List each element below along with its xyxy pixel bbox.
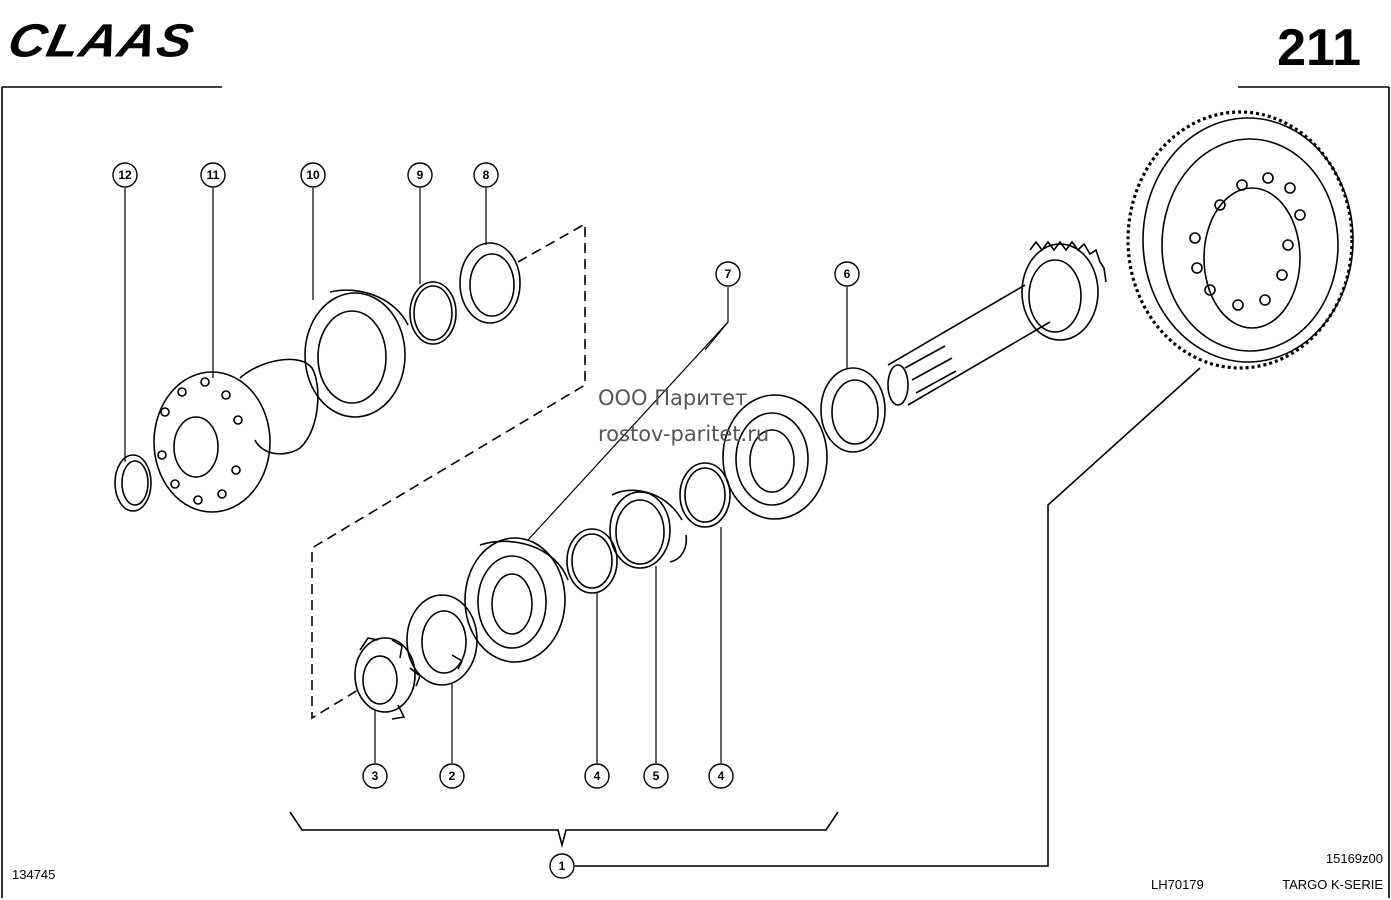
part-10-ring: [304, 289, 409, 418]
callout-5: 5: [653, 769, 660, 783]
part-12-circlip: [114, 454, 152, 512]
part-7-bearing-rear: [722, 394, 828, 520]
part-5-sleeve: [609, 489, 688, 569]
brand-logo: CLAAS: [3, 15, 199, 68]
callout-1: 1: [559, 859, 566, 873]
watermark-url: rostov-paritet.ru: [598, 422, 770, 446]
callout-circles: [112, 162, 860, 879]
footer-part-ref: LH70179: [1151, 877, 1204, 892]
crown-wheel: [1126, 110, 1354, 370]
callout-6: 6: [844, 267, 851, 281]
leader-lines: [124, 188, 848, 763]
footer-drawing-ref: 15169z00: [1325, 851, 1383, 866]
footer-left-code: 134745: [12, 867, 56, 882]
part-4b-circlip: [679, 462, 731, 528]
callout-12: 12: [118, 168, 132, 182]
callout-1-leader: [575, 367, 1201, 867]
part-11-flange-hub: [153, 358, 319, 513]
assembly-bracket: [289, 811, 839, 849]
callout-7: 7: [725, 267, 732, 281]
callout-11: 11: [207, 168, 220, 182]
part-9-o-ring: [409, 281, 457, 345]
part-2-tab-washer: [406, 594, 478, 686]
part-3-castle-nut: [354, 637, 421, 720]
part-4a-circlip: [566, 528, 618, 594]
callout-4b: 4: [718, 769, 725, 783]
callout-3: 3: [372, 769, 379, 783]
callout-8: 8: [483, 168, 490, 182]
bevel-pinion-shaft: [887, 240, 1107, 406]
part-8-seal: [459, 242, 521, 324]
part-6-shim: [820, 367, 886, 453]
callout-4a: 4: [594, 769, 601, 783]
page-number: 211: [1277, 19, 1361, 77]
part-7-bearing-front: [464, 537, 569, 663]
callout-2: 2: [449, 769, 456, 783]
watermark-company: ООО Паритет: [598, 386, 748, 410]
footer-series: TARGO K-SERIE: [1282, 877, 1383, 892]
dashed-group-outline: [311, 222, 586, 720]
callout-10: 10: [306, 168, 320, 182]
callout-9: 9: [417, 168, 424, 182]
